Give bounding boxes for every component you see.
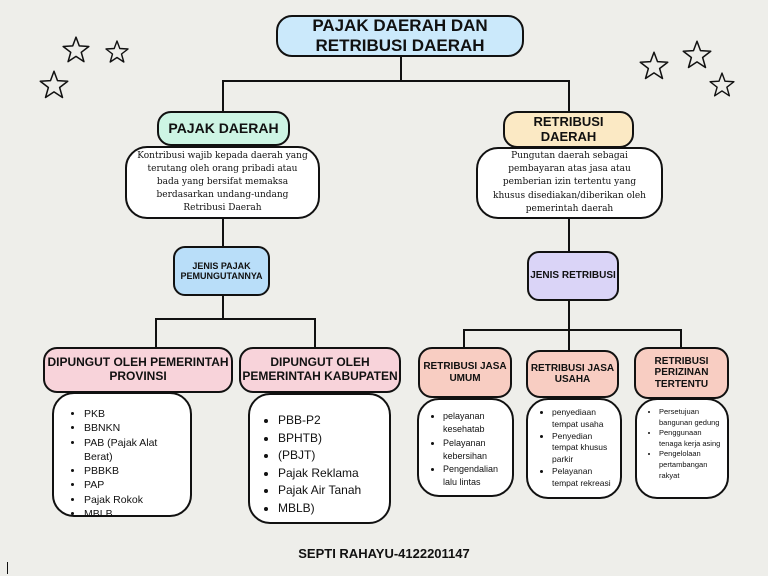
left-edge-mark (7, 562, 8, 574)
connector-perizinan-down (680, 329, 682, 347)
connector-right-desc-to-jenis (568, 218, 570, 251)
list-item: penyediaan tempat usaha (552, 407, 616, 431)
list-item: Persetujuan bangunan gedung (659, 407, 725, 428)
list-item: Pajak Reklama (278, 465, 383, 483)
main-title: PAJAK DAERAH DAN RETRIBUSI DAERAH (276, 15, 524, 57)
list-item: PAP (84, 478, 184, 492)
connector-jasa-usaha-down (568, 329, 570, 350)
list-item: BBNKN (84, 421, 184, 435)
list-item: PBBKB (84, 464, 184, 478)
list-item: Pelayanan kebersihan (443, 437, 508, 464)
star-icon (105, 40, 129, 63)
pajak-daerah-heading: PAJAK DAERAH (157, 111, 290, 146)
perizinan-list: Persetujuan bangunan gedung Penggunaan t… (635, 398, 729, 499)
connector-right-down (568, 80, 570, 111)
retribusi-daerah-description: Pungutan daerah sebagai pembayaran atas … (476, 147, 663, 219)
retribusi-perizinan-heading: RETRIBUSI PERIZINAN TERTENTU (634, 347, 729, 399)
dipungut-kabupaten-heading: DIPUNGUT OLEH PEMERINTAH KABUPATEN (239, 347, 401, 393)
connector-left-down (222, 80, 224, 111)
star-icon (39, 70, 69, 99)
jenis-pajak-heading: JENIS PAJAK PEMUNGUTANNYA (173, 246, 270, 296)
list-item: pelayanan kesehatab (443, 410, 508, 437)
list-item: Pelayanan tempat rekreasi (552, 466, 616, 490)
dipungut-provinsi-heading: DIPUNGUT OLEH PEMERINTAH PROVINSI (43, 347, 233, 393)
list-item: PKB (84, 407, 184, 421)
connector-jenis-pajak-down (222, 295, 224, 319)
star-icon (709, 72, 735, 97)
jasa-umum-list: pelayanan kesehatab Pelayanan kebersihan… (417, 398, 514, 497)
list-item: MBLB) (278, 500, 383, 518)
jenis-retribusi-heading: JENIS RETRIBUSI (527, 251, 619, 301)
connector-jenis-retribusi-down (568, 300, 570, 330)
list-item: Pajak Rokok (84, 493, 184, 507)
star-icon (639, 51, 669, 80)
retribusi-jasa-umum-heading: RETRIBUSI JASA UMUM (418, 347, 512, 398)
connector-kabupaten-down (314, 318, 316, 347)
list-item: Penyedian tempat khusus parkir (552, 431, 616, 466)
list-item: Pengendalian lalu lintas (443, 463, 508, 490)
retribusi-daerah-heading: RETRIBUSI DAERAH (503, 111, 634, 148)
connector-retribusi-horizontal (463, 329, 682, 331)
list-item: Pengelolaan pertambangan rakyat (659, 449, 725, 481)
list-item: BPHTB) (278, 430, 383, 448)
connector-jasa-umum-down (463, 329, 465, 347)
list-item: (PBJT) (278, 447, 383, 465)
list-item: PBB-P2 (278, 412, 383, 430)
star-icon (62, 36, 90, 63)
list-item: Penggunaan tenaga kerja asing (659, 428, 725, 449)
connector-provinsi-down (155, 318, 157, 347)
connector-pajak-horizontal (155, 318, 316, 320)
provinsi-tax-list: PKB BBNKN PAB (Pajak Alat Berat) PBBKB P… (52, 392, 192, 520)
list-item: Pajak Air Tanah (278, 482, 383, 500)
star-icon (682, 40, 712, 69)
pajak-daerah-description: Kontribusi wajib kepada daerah yang teru… (125, 146, 320, 219)
list-item: PAB (Pajak Alat Berat) (84, 436, 184, 465)
kabupaten-tax-list: PBB-P2 BPHTB) (PBJT) Pajak Reklama Pajak… (248, 393, 391, 524)
connector-top-horizontal (222, 80, 570, 82)
retribusi-jasa-usaha-heading: RETRIBUSI JASA USAHA (526, 350, 619, 398)
connector-left-desc-to-jenis (222, 218, 224, 246)
connector-title-down (400, 57, 402, 81)
author-footer: SEPTI RAHAYU-4122201147 (298, 546, 470, 561)
list-item: MBLB (84, 507, 184, 521)
jasa-usaha-list: penyediaan tempat usaha Penyedian tempat… (526, 398, 622, 499)
